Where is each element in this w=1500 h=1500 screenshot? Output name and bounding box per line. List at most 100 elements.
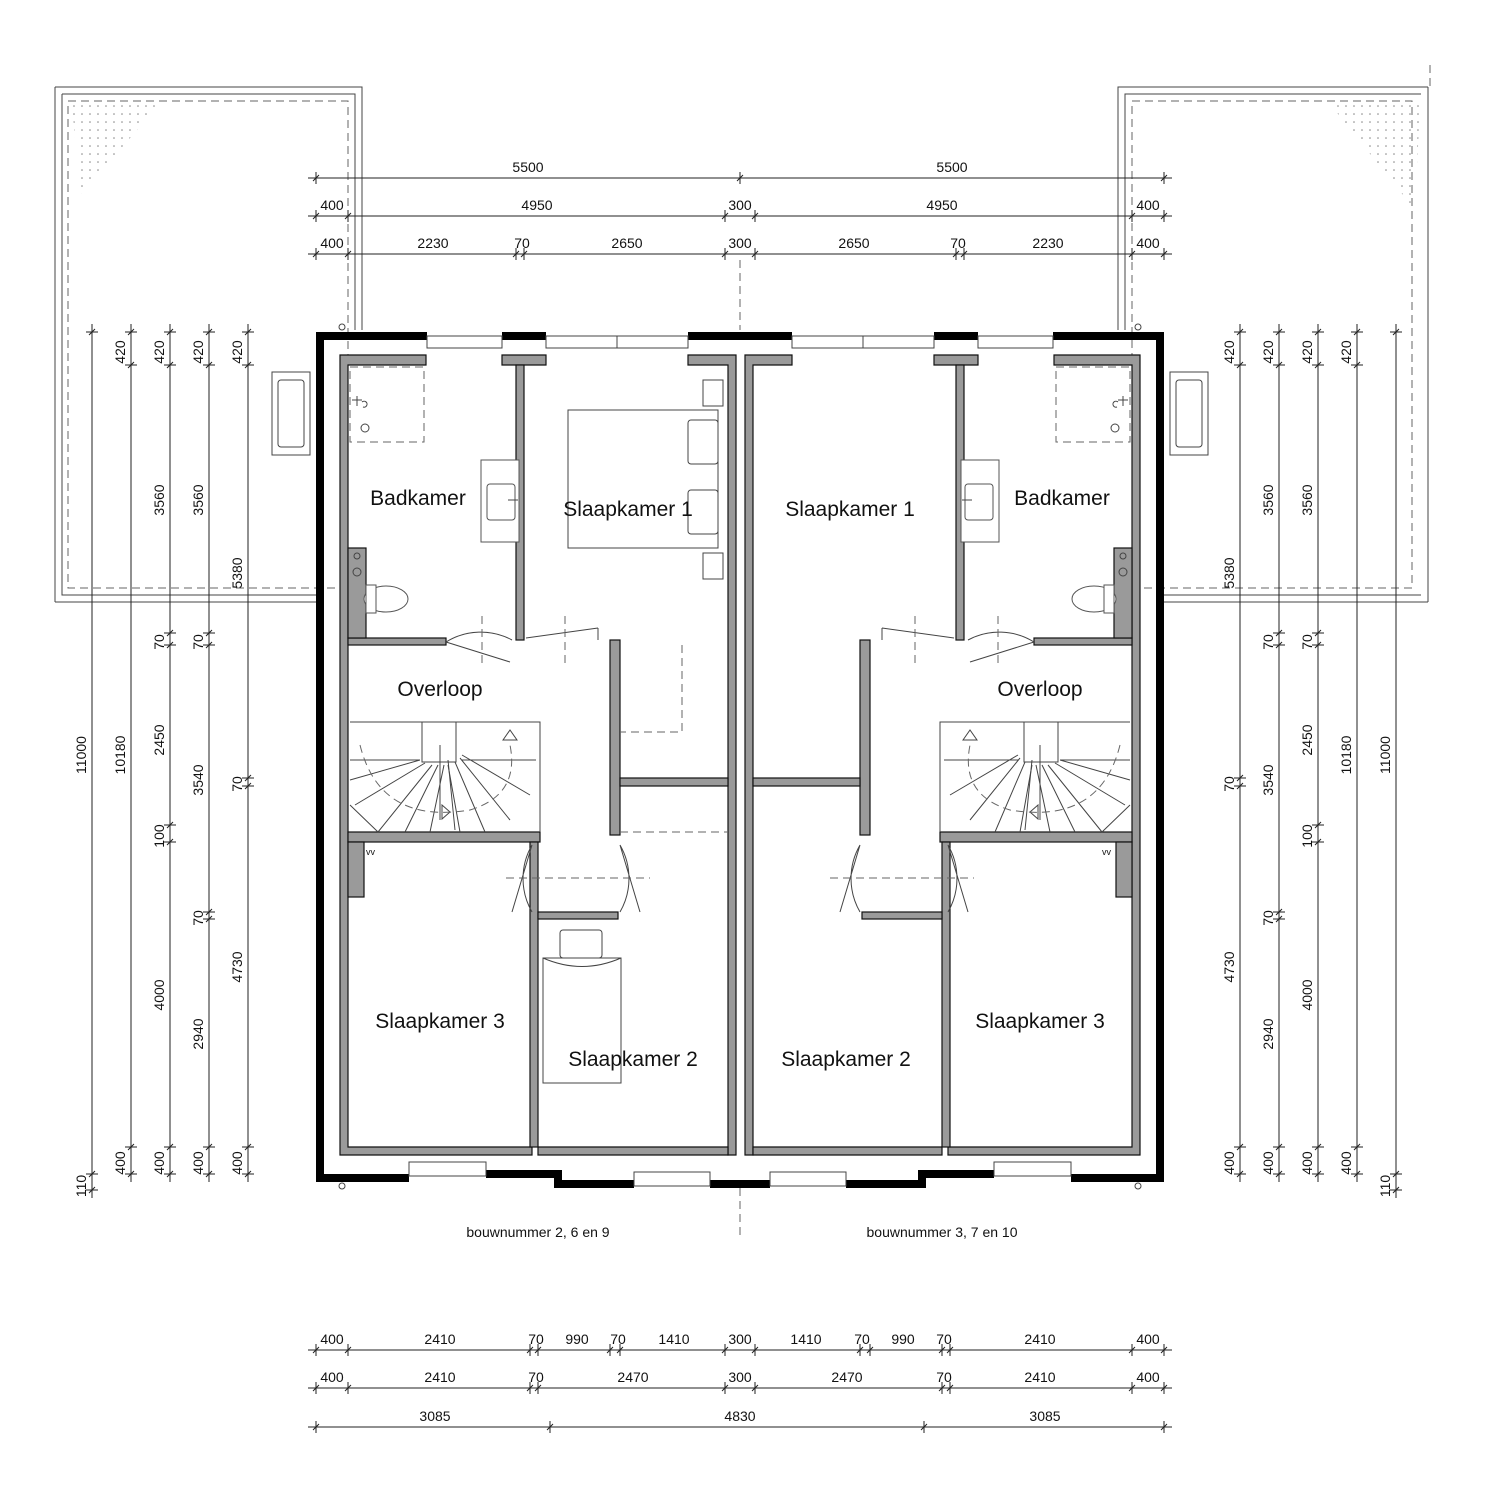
dim-bottom-row1-label: 70	[610, 1331, 626, 1347]
dim-right-col4-label: 420	[1338, 340, 1354, 364]
dim-left-col3-label: 400	[151, 1151, 167, 1175]
dim-left-col2-label: 420	[112, 340, 128, 364]
skylight-left	[271, 371, 311, 456]
inner-walls	[339, 354, 1141, 1156]
dim-right-col5-label: 11000	[1377, 736, 1393, 774]
dim-left-col4-label: 400	[190, 1151, 206, 1175]
dim-right-col2-label: 70	[1260, 910, 1276, 926]
room-overloop-right: Overloop	[997, 678, 1082, 701]
dim-top-row1: 5500 5500	[308, 159, 1172, 184]
dim-top-row3-label: 2230	[1032, 235, 1063, 251]
room-slaapkamer2-right: Slaapkamer 2	[781, 1048, 911, 1071]
room-labels-left: Badkamer Slaapkamer 1 Overloop Slaapkame…	[370, 487, 698, 1071]
bedroom1-furniture-left	[567, 379, 728, 833]
dim-right-col3-label: 2450	[1299, 724, 1315, 755]
dim-top-row3-label: 2650	[611, 235, 642, 251]
dim-top-row2-label: 400	[320, 197, 344, 213]
roof-terrace-right	[1117, 65, 1431, 603]
dim-bottom-row2-label: 2470	[617, 1369, 648, 1385]
dim-bottom-row2-label: 70	[936, 1369, 952, 1385]
dim-bottom-row2-label: 2470	[831, 1369, 862, 1385]
room-slaapkamer1-right: Slaapkamer 1	[785, 498, 915, 521]
dim-left-col5-label: 400	[229, 1151, 245, 1175]
dim-left-col5-label: 420	[229, 340, 245, 364]
room-slaapkamer3-right: Slaapkamer 3	[975, 1010, 1105, 1033]
dim-bottom-row2-label: 70	[528, 1369, 544, 1385]
vv-marks: vv vv	[366, 847, 1112, 857]
dim-top-row2-label: 4950	[926, 197, 957, 213]
dim-bottom-row2-label: 400	[1136, 1369, 1160, 1385]
dim-right-col2-label: 3560	[1260, 484, 1276, 515]
dim-right-col5-label: 110	[1377, 1175, 1393, 1198]
dim-bottom-row1-label: 400	[320, 1331, 344, 1347]
dim-left-col3-label: 2450	[151, 724, 167, 755]
dim-top-row1-label: 5500	[512, 159, 543, 175]
dim-left-col3-label: 3560	[151, 484, 167, 515]
dim-bottom-row1-label: 70	[936, 1331, 952, 1347]
dim-top-row3-label: 2230	[417, 235, 448, 251]
dim-left-col3-label: 100	[151, 824, 167, 848]
room-overloop-left: Overloop	[397, 678, 482, 701]
dim-bottom-row1-label: 70	[528, 1331, 544, 1347]
caption-left: bouwnummer 2, 6 en 9	[466, 1224, 609, 1240]
dim-left-col2-label: 10180	[112, 735, 128, 774]
dim-bottom-row1-label: 2410	[424, 1331, 455, 1347]
room-slaapkamer3-left: Slaapkamer 3	[375, 1010, 505, 1033]
dim-bottom-row2-label: 300	[728, 1369, 752, 1385]
dim-left-col5-label: 5380	[229, 557, 245, 588]
dim-bottom-row2-label: 2410	[424, 1369, 455, 1385]
dim-bottom-row1-label: 70	[854, 1331, 870, 1347]
dim-bottom-row3-label: 3085	[419, 1408, 450, 1424]
doors	[445, 616, 1035, 913]
staircase-left	[349, 721, 541, 833]
bathroom-fixtures-left	[349, 366, 520, 614]
dim-right-col4-label: 400	[1338, 1151, 1354, 1175]
dim-bottom-row1-label: 300	[728, 1331, 752, 1347]
bathroom-fixtures-right	[960, 366, 1131, 614]
dim-left-col5-label: 70	[229, 776, 245, 792]
skylight-right	[1169, 371, 1209, 456]
dim-left-col4-label: 420	[190, 340, 206, 364]
dim-top-row3-label: 400	[1136, 235, 1160, 251]
dim-left-col3-label: 70	[151, 634, 167, 650]
dim-right-col5: 11000 110	[1377, 324, 1402, 1198]
dim-right-col2-label: 3540	[1260, 764, 1276, 795]
roof-terrace-left	[54, 86, 363, 603]
dim-bottom-row3-label: 4830	[724, 1408, 755, 1424]
outer-walls	[316, 332, 1164, 1188]
dim-right-col1-label: 70	[1221, 776, 1237, 792]
dim-left-col1: 11000 110	[73, 324, 98, 1198]
dim-right-col1-label: 4730	[1221, 951, 1237, 982]
dim-bottom-row1-label: 1410	[658, 1331, 689, 1347]
dim-bottom-row1-label: 990	[891, 1331, 915, 1347]
dim-left-col1-label: 110	[73, 1175, 89, 1198]
dim-bottom-row1-label: 1410	[790, 1331, 821, 1347]
room-slaapkamer1-left: Slaapkamer 1	[563, 498, 693, 521]
room-badkamer-left: Badkamer	[370, 487, 466, 510]
vv-label-right: vv	[1102, 847, 1112, 857]
room-slaapkamer2-left: Slaapkamer 2	[568, 1048, 698, 1071]
dim-top-row1-label: 5500	[936, 159, 967, 175]
dim-right-col2-label: 70	[1260, 634, 1276, 650]
staircase-right	[939, 721, 1131, 833]
windows	[338, 335, 1142, 1190]
dim-left-col3-label: 4000	[151, 979, 167, 1010]
dim-right-col3-label: 100	[1299, 824, 1315, 848]
dim-bottom-row1-label: 400	[1136, 1331, 1160, 1347]
dim-right-col3-label: 4000	[1299, 979, 1315, 1010]
dim-bottom-row2-label: 400	[320, 1369, 344, 1385]
dim-top-row2-label: 300	[728, 197, 752, 213]
dim-left-col1-label: 11000	[73, 736, 89, 774]
dim-right-col2-label: 420	[1260, 340, 1276, 364]
dim-bottom-row1-label: 990	[565, 1331, 589, 1347]
dim-left-col4-label: 3560	[190, 484, 206, 515]
caption-right: bouwnummer 3, 7 en 10	[867, 1224, 1018, 1240]
dim-right-col2-label: 400	[1260, 1151, 1276, 1175]
dim-right-col3-label: 420	[1299, 340, 1315, 364]
